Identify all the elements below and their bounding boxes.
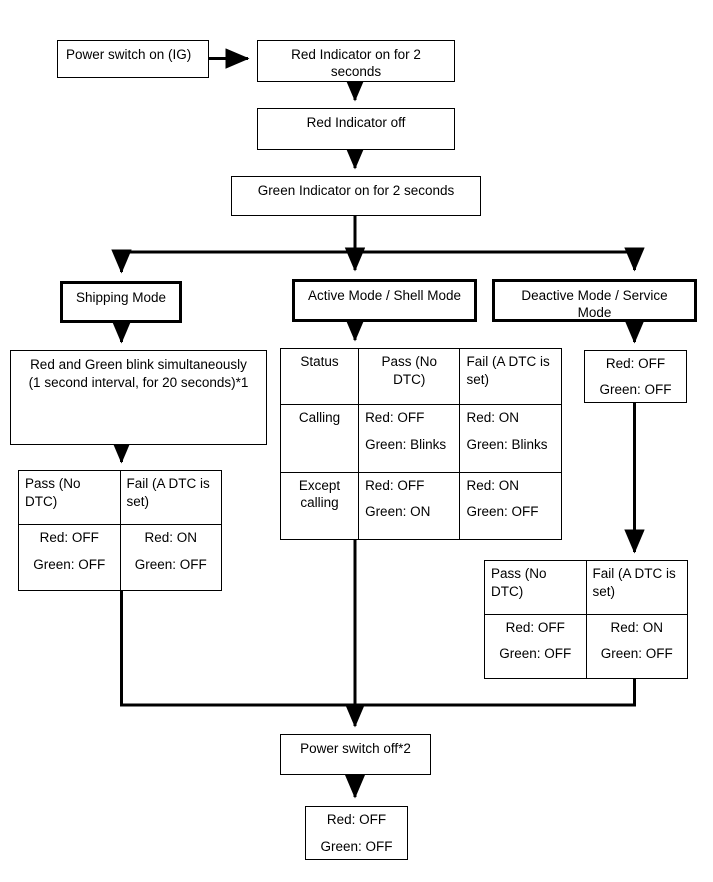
shipping-fail-red: Red: ON (144, 530, 198, 546)
node-deactive-mode[interactable]: Deactive Mode / Service Mode (492, 279, 697, 322)
deactive-header-fail: Fail (A DTC is set) (585, 561, 687, 615)
shipping-pass-red: Red: OFF (39, 530, 99, 546)
active-except-label-line2: calling (300, 495, 339, 511)
table-row-header: Status Pass (No DTC) Fail (A DTC is set) (281, 349, 561, 405)
active-mode-table[interactable]: Status Pass (No DTC) Fail (A DTC is set)… (280, 348, 562, 540)
deactive-pass-values: Red: OFF Green: OFF (485, 613, 587, 678)
node-power-switch-on[interactable]: Power switch on (IG) (57, 40, 209, 78)
active-row-calling-pass: Red: OFF Green: Blinks (358, 403, 461, 473)
table-row-header: Pass (No DTC) Fail (A DTC is set) (19, 471, 221, 526)
active-calling-fail-red: Red: ON (466, 409, 520, 425)
node-red-indicator-on[interactable]: Red Indicator on for 2 seconds (257, 40, 455, 82)
table-row: Red: OFF Green: OFF Red: ON Green: OFF (485, 613, 687, 678)
active-except-pass-green: Green: ON (365, 504, 431, 520)
node-power-switch-on-label: Power switch on (IG) (66, 47, 192, 62)
node-blink-note-line2: (1 second interval, for 20 seconds)*1 (28, 375, 249, 391)
deactive-header-pass: Pass (No DTC) (485, 561, 587, 615)
node-deactive-mode-label: Deactive Mode / Service Mode (521, 288, 668, 321)
deactive-fail-red: Red: ON (610, 619, 664, 635)
shipping-fail-values: Red: ON Green: OFF (119, 524, 221, 590)
shipping-pass-green: Green: OFF (33, 556, 106, 572)
table-row: Except calling Red: OFF Green: ON Red: O… (281, 471, 561, 539)
active-calling-pass-green: Green: Blinks (365, 436, 447, 452)
active-except-label-line1: Except (298, 477, 341, 493)
node-active-mode[interactable]: Active Mode / Shell Mode (292, 279, 477, 322)
node-green-indicator-on[interactable]: Green Indicator on for 2 seconds (231, 176, 481, 216)
node-blink-note[interactable]: Red and Green blink simultaneously (1 se… (10, 350, 267, 445)
active-except-fail-green: Green: OFF (466, 504, 539, 520)
active-row-except-pass: Red: OFF Green: ON (358, 471, 461, 539)
node-blink-note-line1: Red and Green blink simultaneously (30, 357, 247, 372)
node-red-indicator-off[interactable]: Red Indicator off (257, 108, 455, 150)
shipping-pass-values: Red: OFF Green: OFF (19, 524, 121, 590)
deactive-fail-values: Red: ON Green: OFF (585, 613, 687, 678)
active-except-fail-red: Red: ON (466, 477, 520, 493)
active-row-except-label: Except calling (281, 471, 360, 539)
node-green-indicator-on-label: Green Indicator on for 2 seconds (257, 183, 455, 198)
active-header-status: Status (281, 349, 360, 405)
node-red-indicator-on-label: Red Indicator on for 2 seconds (291, 47, 421, 80)
deactive-pass-green: Green: OFF (499, 646, 572, 662)
node-final-indicator-state[interactable]: Red: OFF Green: OFF (305, 806, 408, 860)
node-power-switch-off[interactable]: Power switch off*2 (280, 734, 431, 775)
active-row-calling-label: Calling (281, 403, 360, 473)
deactive-result-table[interactable]: Pass (No DTC) Fail (A DTC is set) Red: O… (484, 560, 688, 679)
active-calling-pass-red: Red: OFF (365, 409, 425, 425)
active-calling-fail-green: Green: Blinks (466, 436, 548, 452)
node-power-switch-off-label: Power switch off*2 (300, 741, 411, 756)
node-final-state-red: Red: OFF (326, 812, 387, 828)
shipping-result-table[interactable]: Pass (No DTC) Fail (A DTC is set) Red: O… (18, 470, 222, 591)
deactive-pass-red: Red: OFF (505, 619, 565, 635)
active-header-pass: Pass (No DTC) (358, 349, 461, 405)
node-deactive-state-green: Green: OFF (599, 382, 672, 397)
node-deactive-state-red: Red: OFF (605, 355, 666, 371)
shipping-fail-green: Green: OFF (134, 556, 207, 572)
active-row-calling-fail: Red: ON Green: Blinks (459, 403, 561, 473)
node-final-state-green: Green: OFF (320, 838, 393, 854)
active-header-fail: Fail (A DTC is set) (459, 349, 561, 405)
table-row: Calling Red: OFF Green: Blinks Red: ON G… (281, 403, 561, 473)
node-shipping-mode[interactable]: Shipping Mode (60, 281, 182, 323)
deactive-fail-green: Green: OFF (600, 646, 673, 662)
node-active-mode-label: Active Mode / Shell Mode (307, 288, 462, 303)
node-deactive-indicator-state[interactable]: Red: OFF Green: OFF (584, 350, 687, 403)
shipping-header-fail: Fail (A DTC is set) (119, 471, 221, 526)
node-red-indicator-off-label: Red Indicator off (306, 115, 406, 130)
active-row-except-fail: Red: ON Green: OFF (459, 471, 561, 539)
active-except-pass-red: Red: OFF (365, 477, 425, 493)
shipping-header-pass: Pass (No DTC) (19, 471, 121, 526)
node-shipping-mode-label: Shipping Mode (75, 290, 167, 305)
table-row: Red: OFF Green: OFF Red: ON Green: OFF (19, 524, 221, 590)
table-row-header: Pass (No DTC) Fail (A DTC is set) (485, 561, 687, 615)
